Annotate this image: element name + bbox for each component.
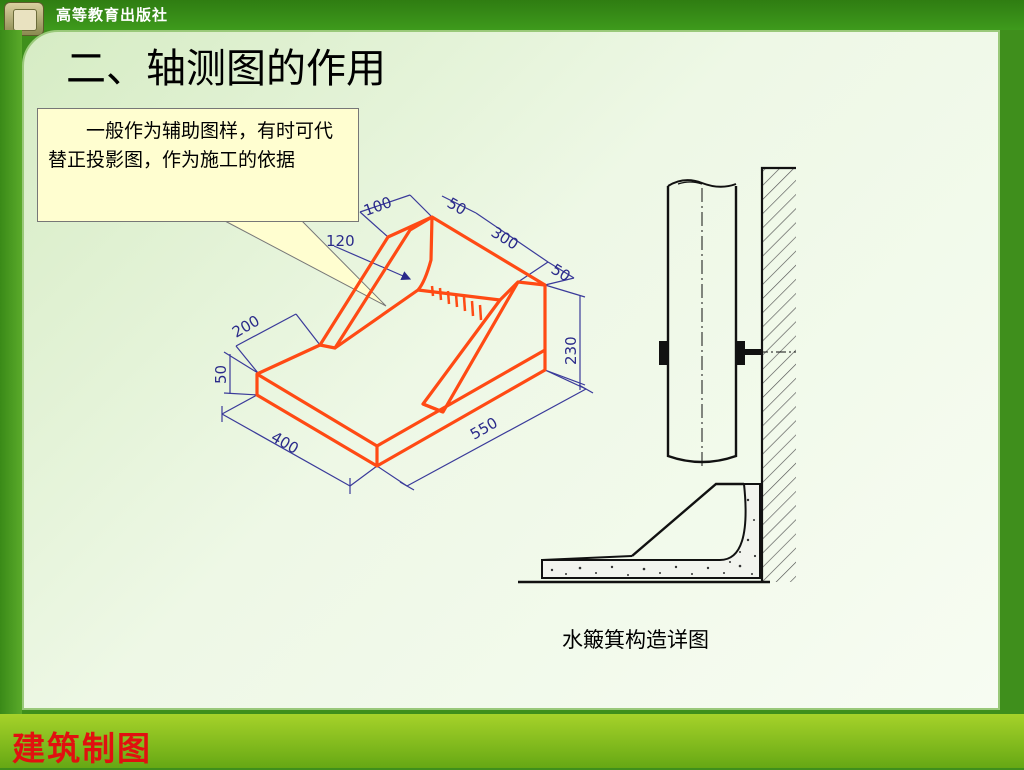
downspout-detail	[518, 166, 796, 584]
block-outline	[255, 215, 547, 468]
dim-50-top: 50	[444, 194, 470, 219]
dim-120: 120	[326, 232, 355, 250]
logo-emblem-icon	[13, 9, 37, 31]
course-title: 建筑制图	[12, 729, 152, 768]
dim-200: 200	[229, 312, 263, 342]
publisher-name: 高等教育出版社	[56, 6, 169, 24]
dim-50-left: 50	[212, 365, 230, 384]
dim-300: 300	[488, 223, 522, 253]
detail-caption: 水簸箕构造详图	[562, 628, 709, 652]
callout-text: 一般作为辅助图样，有时可代替正投影图，作为施工的依据	[48, 120, 334, 171]
splash-block-edge	[631, 482, 744, 557]
wall-hatch	[762, 168, 796, 582]
isometric-drawing: 100 50 300 50 120 200 50 230 400 550	[212, 193, 594, 494]
top-banner	[0, 0, 1024, 30]
slide-title: 二、轴测图的作用	[66, 46, 386, 92]
downspout-pipe	[666, 186, 738, 464]
slope-ribs	[430, 285, 483, 321]
concrete-basin	[541, 483, 761, 579]
pipe-clamp-right	[735, 341, 745, 365]
callout-box: 一般作为辅助图样，有时可代替正投影图，作为施工的依据	[37, 108, 359, 222]
wall-face	[760, 166, 796, 582]
bottom-banner	[0, 714, 1024, 768]
pipe-clamp-left	[659, 341, 669, 365]
callout-pointer	[224, 220, 387, 307]
dim-550: 550	[467, 414, 501, 444]
dim-100: 100	[361, 193, 394, 220]
dim-400: 400	[268, 428, 302, 458]
dim-230: 230	[562, 336, 580, 365]
concrete-speckles	[550, 498, 757, 576]
left-strip	[0, 30, 22, 714]
pipe-break-line	[667, 179, 737, 188]
